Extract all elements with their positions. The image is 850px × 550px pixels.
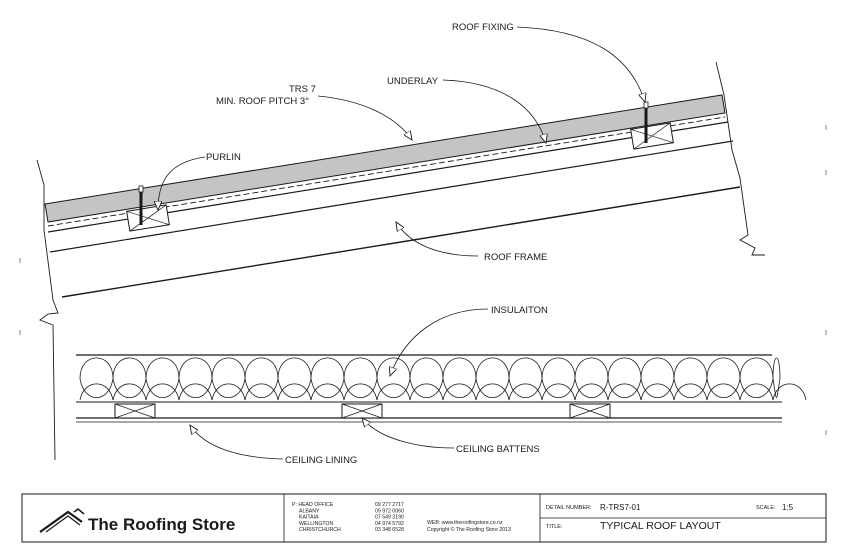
label-min-roof-pitch: MIN. ROOF PITCH 3° (216, 96, 309, 107)
office-phone: 09 972 0060 (375, 508, 404, 514)
roof-fixing-right (643, 101, 649, 143)
office-name: KAITAIA (299, 515, 319, 521)
leader-lines (158, 26, 645, 460)
label-underlay: UNDERLAY (387, 76, 439, 87)
title-label: TITLE: (546, 524, 563, 530)
ceiling-batten-2 (341, 403, 383, 419)
detail-number: R-TRS7-01 (600, 503, 641, 512)
leader-purlin (158, 156, 206, 210)
office-phone: 09 277 2717 (375, 502, 404, 508)
label-roof-fixing: ROOF FIXING (452, 22, 514, 33)
label-ceiling-battens: CEILING BATTENS (456, 444, 540, 455)
roofing-store-logo-icon (39, 508, 85, 533)
scale-value: 1:5 (782, 503, 794, 512)
ceiling-assembly (76, 354, 807, 423)
title-block: The Roofing Store P: HEAD OFFICE 09 277 2… (21, 493, 827, 543)
copyright: Copyright © The Roofing Store 2013 (427, 526, 511, 533)
leader-ceiling-lining (190, 425, 284, 460)
office-phone: 03 348 6528 (375, 527, 404, 533)
purlin-block-right (630, 122, 674, 150)
label-ceiling-lining: CEILING LINING (285, 455, 357, 466)
insulation-batts (79, 357, 807, 401)
label-trs: TRS 7 (289, 84, 316, 95)
label-roof-frame: ROOF FRAME (484, 252, 547, 263)
roof-fixing-left (138, 185, 144, 225)
company-name: The Roofing Store (88, 515, 235, 534)
roof-frame-bottom (61, 186, 741, 298)
detail-number-label: DETAIL NUMBER: (546, 505, 592, 511)
ceiling-batten-1 (114, 403, 156, 419)
office-phone: 07 549 3190 (375, 515, 404, 521)
roof-assembly (36, 61, 765, 461)
leader-underlay (442, 79, 546, 143)
label-purlin: PURLIN (206, 152, 241, 163)
purlin-block-left (126, 204, 170, 232)
leader-roof-fixing (516, 26, 645, 102)
leader-insulation (390, 308, 489, 376)
drawing-title: TYPICAL ROOF LAYOUT (600, 520, 721, 532)
label-insulation: INSULAITON (491, 305, 548, 316)
ceiling-batten-3 (569, 403, 611, 419)
office-phone: 04 974 5792 (375, 521, 404, 527)
web-address: WEB: www.theroofingstore.co.nz (427, 520, 503, 526)
margin-ticks (19, 125, 827, 435)
office-name: CHRISTCHURCH (299, 527, 341, 533)
leader-trs (317, 95, 412, 140)
leader-roof-frame (396, 222, 479, 257)
insulation-wave-lower (79, 383, 807, 401)
underlay-line (47, 116, 726, 227)
right-break-line (715, 61, 765, 256)
office-name: WELLINGTON (299, 521, 333, 527)
roof-sheet (44, 94, 726, 223)
office-name: P: HEAD OFFICE (292, 502, 334, 508)
insulation-wave-upper (79, 357, 781, 399)
leader-ceiling-battens (362, 418, 455, 449)
left-break-line (36, 159, 59, 461)
office-name: ALBANY (299, 508, 320, 514)
scale-label: SCALE: (756, 505, 776, 511)
